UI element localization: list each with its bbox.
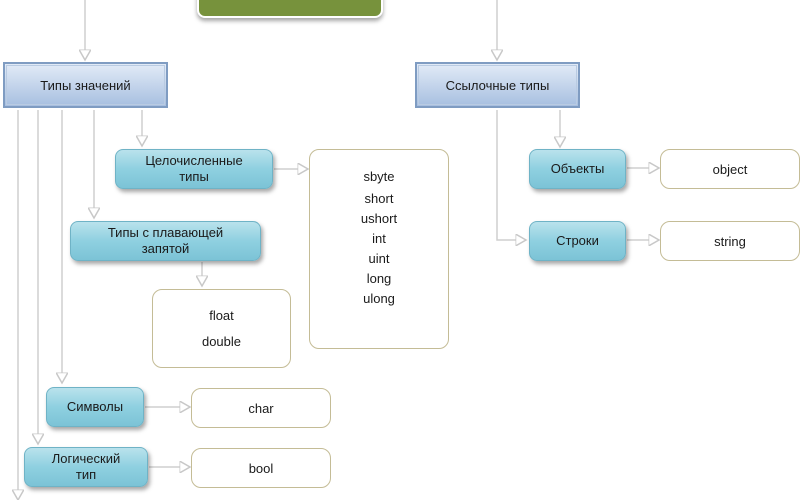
floating-values-box: float double — [152, 289, 291, 368]
value-item: double — [201, 333, 242, 349]
reference-types-node[interactable]: Ссылочные типы — [415, 62, 580, 108]
value-types-node[interactable]: Типы значений — [3, 62, 168, 108]
chars-node[interactable]: Символы — [46, 387, 144, 427]
value-item: object — [712, 161, 748, 177]
chars-label: Символы — [66, 399, 124, 414]
strings-label: Строки — [556, 233, 599, 248]
value-item: ushort — [360, 211, 398, 226]
integer-types-label: Целочисленные типы — [145, 153, 243, 184]
objects-node[interactable]: Объекты — [529, 149, 626, 189]
value-types-label: Типы значений — [40, 77, 131, 93]
objects-label: Объекты — [550, 161, 605, 176]
strings-values-box: string — [660, 221, 800, 261]
strings-node[interactable]: Строки — [529, 221, 626, 261]
chars-values-box: char — [191, 388, 331, 428]
value-item: short — [364, 191, 394, 206]
integer-types-node[interactable]: Целочисленные типы — [115, 149, 273, 189]
value-item: uint — [368, 251, 390, 266]
value-item: char — [248, 400, 274, 416]
floating-types-node[interactable]: Типы с плавающей запятой — [70, 221, 261, 261]
reference-types-label: Ссылочные типы — [445, 77, 550, 93]
logical-values-box: bool — [191, 448, 331, 488]
connector-strings — [496, 110, 526, 240]
logical-type-node[interactable]: Логический тип — [24, 447, 148, 487]
value-item: long — [366, 271, 392, 286]
value-item: ulong — [363, 291, 395, 306]
objects-values-box: object — [660, 149, 800, 189]
value-item: int — [372, 231, 386, 246]
logical-type-label: Логический тип — [51, 451, 121, 482]
floating-types-label: Типы с плавающей запятой — [107, 225, 224, 256]
value-item: float — [209, 307, 234, 323]
value-item: string — [714, 233, 746, 249]
value-item: sbyte — [363, 169, 395, 184]
value-item: bool — [248, 460, 274, 476]
integer-values-box: sbyte short ushort int uint long ulong — [309, 149, 449, 349]
root-node[interactable] — [197, 0, 383, 18]
